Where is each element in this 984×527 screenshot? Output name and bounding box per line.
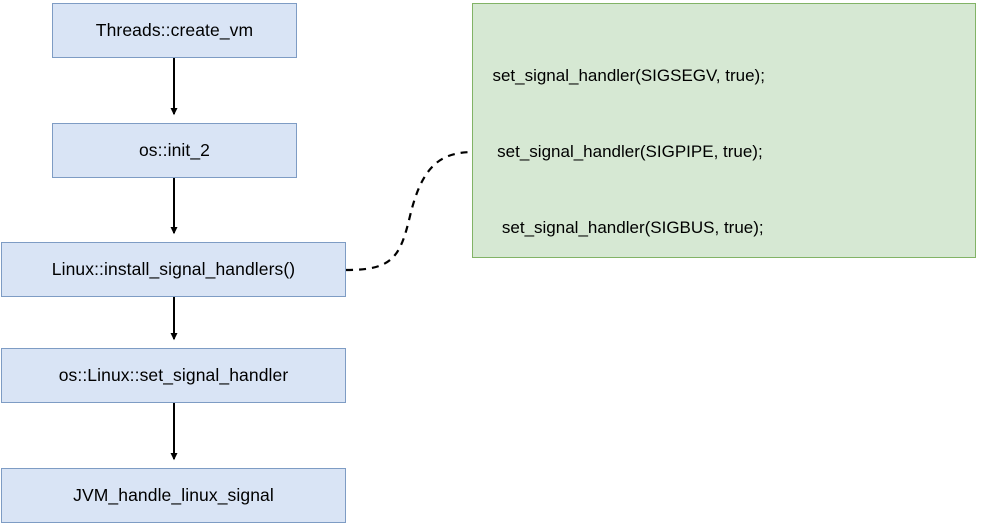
node-label: JVM_handle_linux_signal	[73, 485, 274, 505]
node-label: Linux::install_signal_handlers()	[51, 259, 296, 279]
node-threads-create-vm[interactable]: Threads::create_vm	[52, 3, 297, 58]
node-linux-install-signal-handlers[interactable]: Linux::install_signal_handlers()	[1, 242, 346, 297]
node-os-linux-set-signal-handler[interactable]: os::Linux::set_signal_handler	[1, 348, 346, 403]
node-label: Threads::create_vm	[95, 20, 254, 40]
node-label: os::init_2	[138, 140, 211, 160]
code-line: set_signal_handler(SIGBUS, true);	[483, 217, 764, 237]
edge-callout-dashed-connector	[345, 150, 472, 272]
node-label: os::Linux::set_signal_handler	[58, 365, 289, 385]
node-os-init-2[interactable]: os::init_2	[52, 123, 297, 178]
code-line: set_signal_handler(SIGPIPE, true);	[483, 142, 763, 162]
code-line: set_signal_handler(SIGSEGV, true);	[483, 66, 765, 86]
code-callout-box[interactable]: set_signal_handler(SIGSEGV, true); set_s…	[472, 3, 976, 258]
node-jvm-handle-linux-signal[interactable]: JVM_handle_linux_signal	[1, 468, 346, 523]
